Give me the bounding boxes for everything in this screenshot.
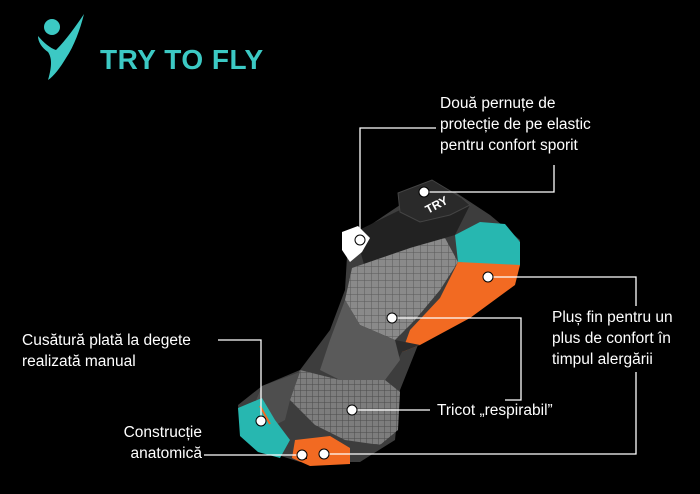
runner-figure-icon — [38, 14, 84, 80]
ankle-mesh — [345, 238, 458, 340]
callout-construction-line-2: anatomică — [130, 445, 202, 462]
front-tab — [342, 226, 370, 262]
callout-knit-text: Tricot „respirabil” — [437, 402, 553, 419]
callout-cushions-line-2: protecție de pe elastic — [440, 116, 591, 133]
arch-panel — [320, 300, 400, 380]
callout-plush: Pluș fin pentru un plus de confort în ti… — [552, 307, 673, 370]
heel-teal-panel — [455, 222, 520, 265]
callout-dots — [255, 186, 494, 461]
callout-seam-line-1: Cusătură plată la degete — [22, 332, 191, 349]
toe-teal-panel — [238, 398, 290, 458]
callout-cushions-line-3: pentru confort sporit — [440, 137, 578, 154]
toe-seam — [259, 405, 271, 425]
brand-name: TRY TO FLY — [100, 44, 264, 75]
callout-cushions-line-1: Două pernuțe de — [440, 95, 556, 112]
callout-plush-line-3: timpul alergării — [552, 351, 653, 368]
callout-plush-line-1: Pluș fin pentru un — [552, 309, 673, 326]
callout-seam-line-2: realizată manual — [22, 353, 136, 370]
callout-construction: Construcție anatomică — [104, 422, 202, 464]
callout-construction-line-1: Construcție — [123, 424, 202, 441]
forefoot-mesh — [290, 370, 400, 445]
heel-orange-panel — [402, 262, 520, 352]
heel-tab — [397, 179, 471, 223]
brand-logo: TRY TO FLY — [30, 10, 263, 80]
callout-seam: Cusătură plată la degete realizată manua… — [22, 330, 191, 372]
callout-knit: Tricot „respirabil” — [437, 400, 553, 421]
callout-cushions: Două pernuțe de protecție de pe elastic … — [440, 93, 591, 156]
callout-lines — [204, 127, 637, 456]
callout-plush-line-2: plus de confort în — [552, 330, 671, 347]
